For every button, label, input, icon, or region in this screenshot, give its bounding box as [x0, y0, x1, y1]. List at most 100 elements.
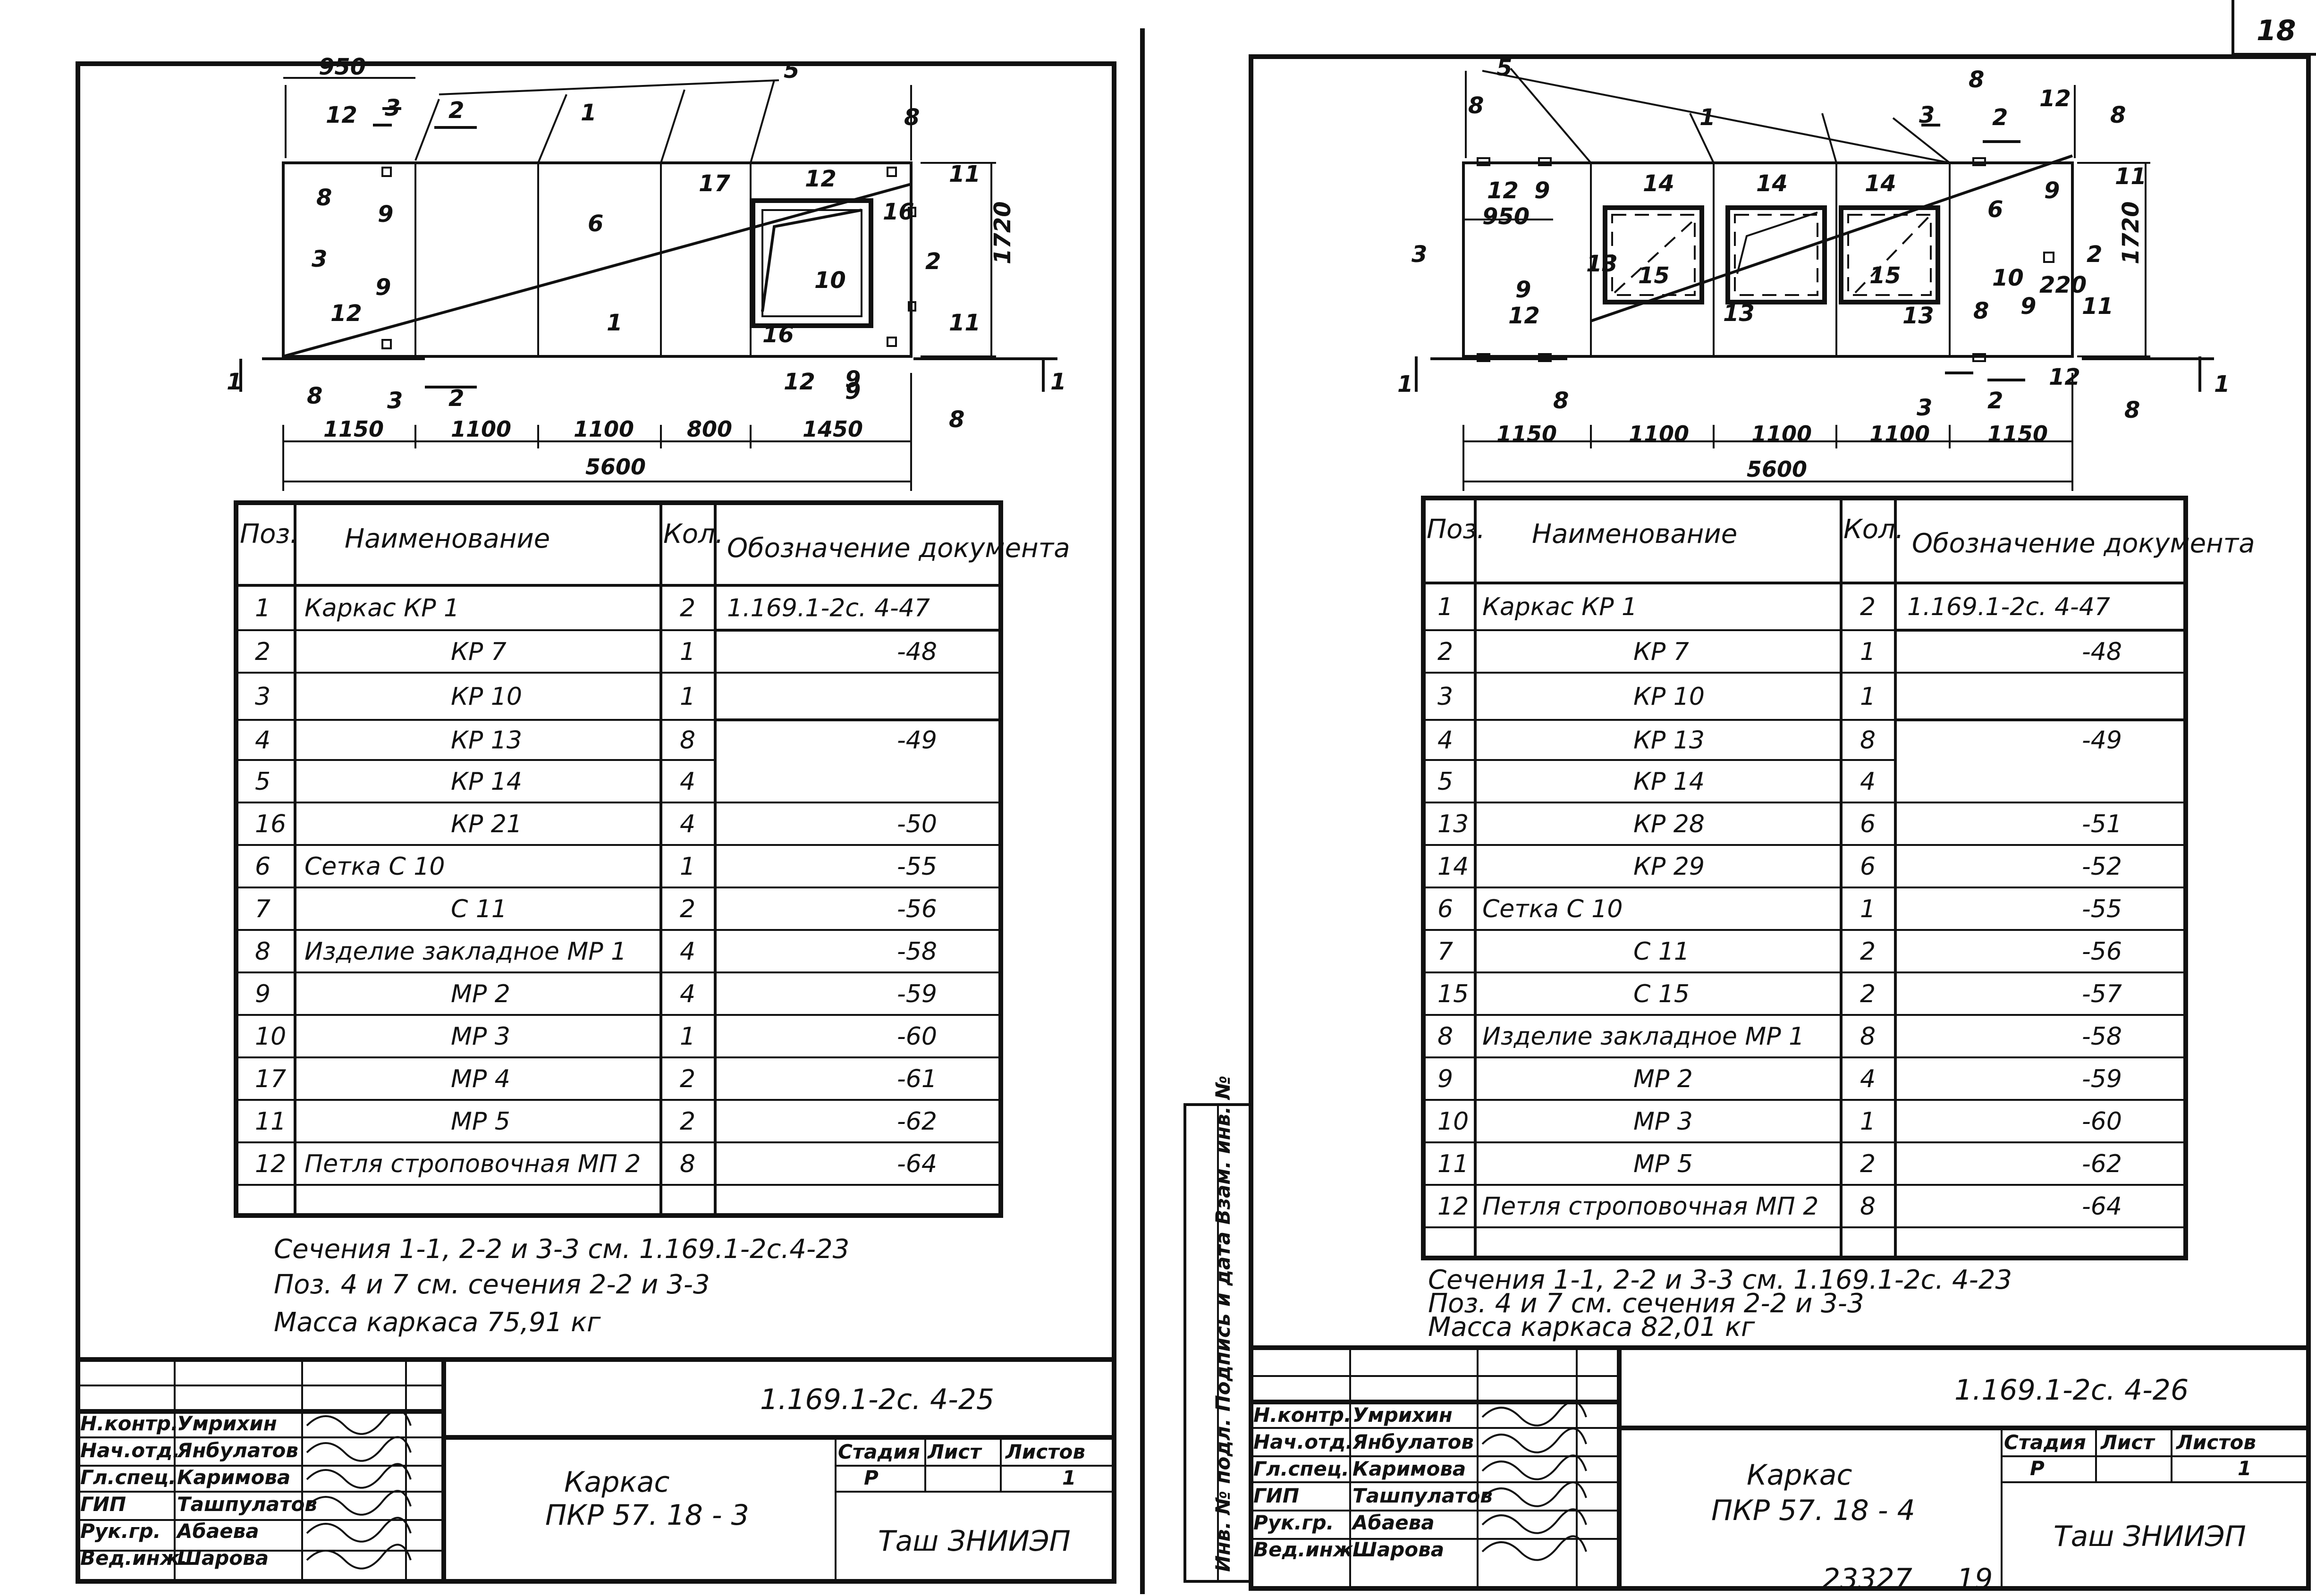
callout: 8	[949, 406, 964, 433]
row-qty: 1	[1860, 638, 1876, 666]
side-stamp: Инв. № подл. Подпись и дата Взам. инв. №	[1183, 1076, 1252, 1583]
callout: 1	[1050, 369, 1066, 395]
page-number: 18	[2257, 14, 2296, 47]
signature	[1481, 1454, 1587, 1480]
callout: 14	[1865, 170, 1896, 197]
row-name: С 15	[1633, 980, 1690, 1008]
row-pos: 11	[255, 1107, 286, 1136]
callout: 1	[2214, 371, 2230, 397]
mesh-diagonal	[1590, 154, 2073, 322]
row-doc: -64	[897, 1150, 937, 1178]
tb-name: Янбулатов	[177, 1439, 298, 1462]
row-pos: 10	[1437, 1107, 1469, 1136]
callout: 1	[607, 310, 622, 336]
row-qty: 1	[1860, 895, 1876, 923]
header-doc: Обозначение документа	[727, 533, 1070, 564]
row-doc: -57	[2082, 980, 2122, 1008]
doc-code: 1.169.1-2с. 4-26	[1954, 1374, 2189, 1407]
callout: 8	[307, 383, 322, 409]
sheets-header: Листов	[2175, 1431, 2256, 1454]
row-pos: 2	[1437, 638, 1453, 666]
callout: 13	[1586, 251, 1618, 277]
signature	[306, 1517, 412, 1543]
row-qty: 2	[680, 594, 695, 623]
signature	[1481, 1535, 1587, 1561]
signature	[1481, 1427, 1587, 1453]
doc-subtitle: ПКР 57. 18 - 3	[545, 1499, 749, 1532]
stage-value: Р	[864, 1466, 879, 1489]
row-qty: 4	[680, 937, 695, 966]
callout: 9	[1534, 177, 1550, 204]
row-name: Каркас КР 1	[1482, 593, 1637, 621]
dim: 800	[687, 416, 732, 442]
tb-name: Абаева	[1351, 1511, 1435, 1534]
row-doc: -62	[897, 1107, 937, 1136]
callout: 1	[1699, 104, 1715, 131]
row-doc: -51	[2082, 810, 2122, 838]
row-doc: -50	[897, 810, 937, 838]
stage-value: Р	[2030, 1457, 2045, 1480]
callout: 11	[949, 310, 980, 336]
callout: 14	[1643, 170, 1674, 197]
callout: 12	[326, 102, 357, 128]
row-pos: 14	[1437, 853, 1469, 881]
note: Поз. 4 и 7 см. сечения 2-2 и 3-3	[1428, 1288, 1864, 1319]
row-pos: 2	[255, 638, 270, 666]
row-pos: 6	[255, 853, 270, 881]
row-pos: 12	[1437, 1192, 1469, 1221]
row-qty: 1	[680, 638, 695, 666]
header-qty: Кол.	[663, 519, 724, 549]
tb-name: Ташпулатов	[1352, 1484, 1493, 1507]
callout: 9	[378, 201, 393, 228]
callout-1720: 1720	[2118, 201, 2144, 264]
sheets-value: 1	[2238, 1457, 2251, 1480]
panel-outline-left	[282, 161, 913, 358]
row-pos: 15	[1437, 980, 1469, 1008]
row-name: МР 3	[451, 1022, 510, 1051]
archive-number: 23327	[1822, 1562, 1912, 1594]
signature	[306, 1490, 412, 1516]
sheet-header: Лист	[2100, 1431, 2155, 1454]
signature	[1481, 1481, 1587, 1507]
callout: 10	[1992, 265, 2024, 291]
row-doc: -61	[897, 1065, 937, 1093]
dim: 1150	[1987, 421, 2048, 447]
row-name: С 11	[451, 895, 507, 923]
row-qty: 6	[1860, 853, 1876, 881]
callout: 8	[2124, 397, 2140, 423]
sheets-value: 1	[1062, 1466, 1076, 1489]
callout: 12	[784, 369, 815, 395]
row-name: КР 10	[1633, 683, 1705, 711]
signature	[306, 1544, 412, 1570]
row-pos: 4	[1437, 726, 1453, 755]
callout: 9	[845, 378, 861, 405]
row-qty: 1	[680, 853, 695, 881]
header-pos: Поз.	[240, 519, 298, 549]
dim: 1100	[574, 416, 634, 442]
dim: 1100	[1869, 421, 1930, 447]
row-pos: 8	[1437, 1022, 1453, 1051]
note: Сечения 1-1, 2-2 и 3-3 см. 1.169.1-2с. 4…	[1428, 1265, 2012, 1295]
row-pos: 1	[1437, 593, 1453, 621]
row-qty: 1	[1860, 1107, 1876, 1136]
callout: 3	[1919, 102, 1935, 128]
row-pos: 11	[1437, 1150, 1469, 1178]
callout: 13	[1723, 300, 1755, 327]
callout-1720: 1720	[989, 201, 1016, 264]
callout: 8	[1468, 93, 1484, 119]
row-pos: 3	[1437, 683, 1453, 711]
dim: 1450	[803, 416, 863, 442]
row-qty: 1	[680, 1022, 695, 1051]
row-pos: 4	[255, 726, 270, 755]
row-qty: 8	[1860, 1022, 1876, 1051]
row-name: КР 13	[1633, 726, 1705, 755]
row-name: КР 29	[1633, 853, 1705, 881]
callout: 9	[2020, 293, 2036, 320]
sheet-right: 5 8 1 8 3 2 12 8 12 9 950 14 14 14 6 9 1…	[1183, 54, 2311, 1596]
row-pos: 5	[1437, 768, 1453, 796]
row-qty: 2	[680, 1065, 695, 1093]
sheet-footer-number: 19	[1957, 1562, 1993, 1594]
callout: 12	[1487, 177, 1519, 204]
tb-role: Нач.отд.	[1253, 1430, 1353, 1453]
row-name: КР 7	[1633, 638, 1689, 666]
